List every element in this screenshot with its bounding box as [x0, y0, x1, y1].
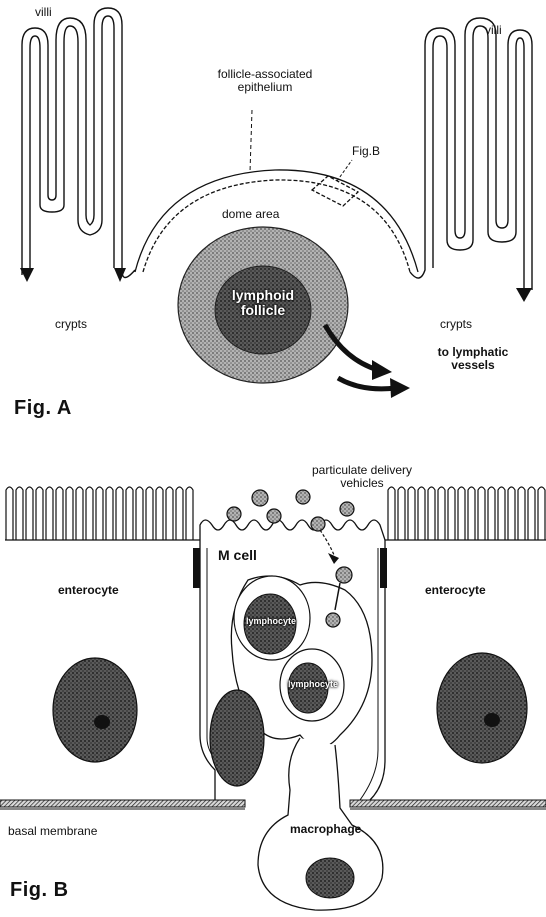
- particle: [267, 509, 281, 523]
- microvillus: [16, 487, 23, 540]
- crypts-left-label: crypts: [55, 318, 87, 331]
- uptake-arrow: [320, 530, 334, 555]
- villi-left-arrows: [20, 268, 126, 282]
- macrophage-label: macrophage: [290, 823, 361, 836]
- tight-junction-left: [193, 548, 200, 588]
- basal-membrane-right: [350, 800, 546, 807]
- lymphocyte-2-label: lymphocyte: [288, 680, 338, 689]
- microvillus: [186, 487, 193, 540]
- m-cell-nucleus: [210, 690, 264, 786]
- microvillus: [106, 487, 113, 540]
- macrophage-nucleus: [306, 858, 354, 898]
- enterocyte-right-label: enterocyte: [425, 584, 486, 597]
- follicle-label-line-1: lymphoid: [213, 288, 313, 303]
- microvillus: [438, 487, 445, 540]
- microvillus: [538, 487, 545, 540]
- villi-right-shape: [410, 18, 532, 292]
- enterocyte-right-inner-membrane: [360, 548, 378, 800]
- microvillus: [458, 487, 465, 540]
- lymphatic-label-line-1: to lymphatic: [418, 346, 528, 359]
- figure-b-label: Fig. B: [10, 880, 69, 901]
- m-cell-apical-folds: [200, 520, 385, 540]
- fae-leader: [250, 110, 252, 172]
- figure-a-label: Fig. A: [14, 398, 72, 419]
- particle: [252, 490, 268, 506]
- microvillus: [86, 487, 93, 540]
- lymphatic-label: to lymphatic vessels: [418, 346, 528, 371]
- enterocyte-left-nucleus: [53, 658, 137, 762]
- microvillus: [116, 487, 123, 540]
- microvillus: [176, 487, 183, 540]
- microvillus: [428, 487, 435, 540]
- basal-membrane-label: basal membrane: [8, 825, 97, 838]
- microvillus: [56, 487, 63, 540]
- microvillus: [468, 487, 475, 540]
- basal-membrane-left: [0, 800, 245, 807]
- microvillus: [6, 487, 13, 540]
- microvillus: [126, 487, 133, 540]
- tight-junction-right: [380, 548, 387, 588]
- microvillus: [498, 487, 505, 540]
- enterocyte-left-label: enterocyte: [58, 584, 119, 597]
- fig-b-ref-label: Fig.B: [352, 145, 380, 158]
- microvillus: [478, 487, 485, 540]
- particle: [227, 507, 241, 521]
- microvillus: [388, 487, 395, 540]
- fig-b-ref-leader: [337, 160, 352, 181]
- particulate-label: particulate delivery vehicles: [283, 464, 441, 489]
- microvillus: [518, 487, 525, 540]
- fae-label-line-1: follicle-associated: [200, 68, 330, 81]
- particulate-label-line-2: vehicles: [283, 477, 441, 490]
- microvillus: [76, 487, 83, 540]
- lymphocyte-1-label: lymphocyte: [246, 617, 296, 626]
- follicle-label-line-2: follicle: [213, 303, 313, 318]
- fae-label-line-2: epithelium: [200, 81, 330, 94]
- lymphatic-label-line-2: vessels: [418, 359, 528, 372]
- villi-left-shape: [22, 8, 135, 278]
- microvillus: [448, 487, 455, 540]
- microvilli-left: [6, 487, 193, 540]
- microvillus: [136, 487, 143, 540]
- microvillus: [528, 487, 535, 540]
- microvilli-right: [388, 487, 545, 540]
- figure-b: [0, 487, 546, 910]
- particulate-label-line-1: particulate delivery: [283, 464, 441, 477]
- fig-b-ref-box: [312, 176, 358, 206]
- lymphoid-follicle-label: lymphoid follicle: [213, 288, 313, 317]
- enterocyte-right-nucleus: [437, 653, 527, 763]
- microvillus: [36, 487, 43, 540]
- microvillus: [26, 487, 33, 540]
- fae-label: follicle-associated epithelium: [200, 68, 330, 93]
- microvillus: [408, 487, 415, 540]
- microvillus: [398, 487, 405, 540]
- villi-right-label: villi: [485, 24, 502, 37]
- particle: [326, 613, 340, 627]
- microvillus: [508, 487, 515, 540]
- dome-area-label: dome area: [222, 208, 279, 221]
- villi-left-label: villi: [35, 6, 52, 19]
- particle: [336, 567, 352, 583]
- villi-right-arrows: [516, 288, 532, 302]
- particle: [340, 502, 354, 516]
- particle: [311, 517, 325, 531]
- microvillus: [418, 487, 425, 540]
- microvillus: [146, 487, 153, 540]
- particle: [296, 490, 310, 504]
- microvillus: [166, 487, 173, 540]
- m-cell-label: M cell: [218, 548, 257, 563]
- microvillus: [156, 487, 163, 540]
- crypts-right-label: crypts: [440, 318, 472, 331]
- microvillus: [46, 487, 53, 540]
- microvillus: [488, 487, 495, 540]
- microvillus: [66, 487, 73, 540]
- microvillus: [96, 487, 103, 540]
